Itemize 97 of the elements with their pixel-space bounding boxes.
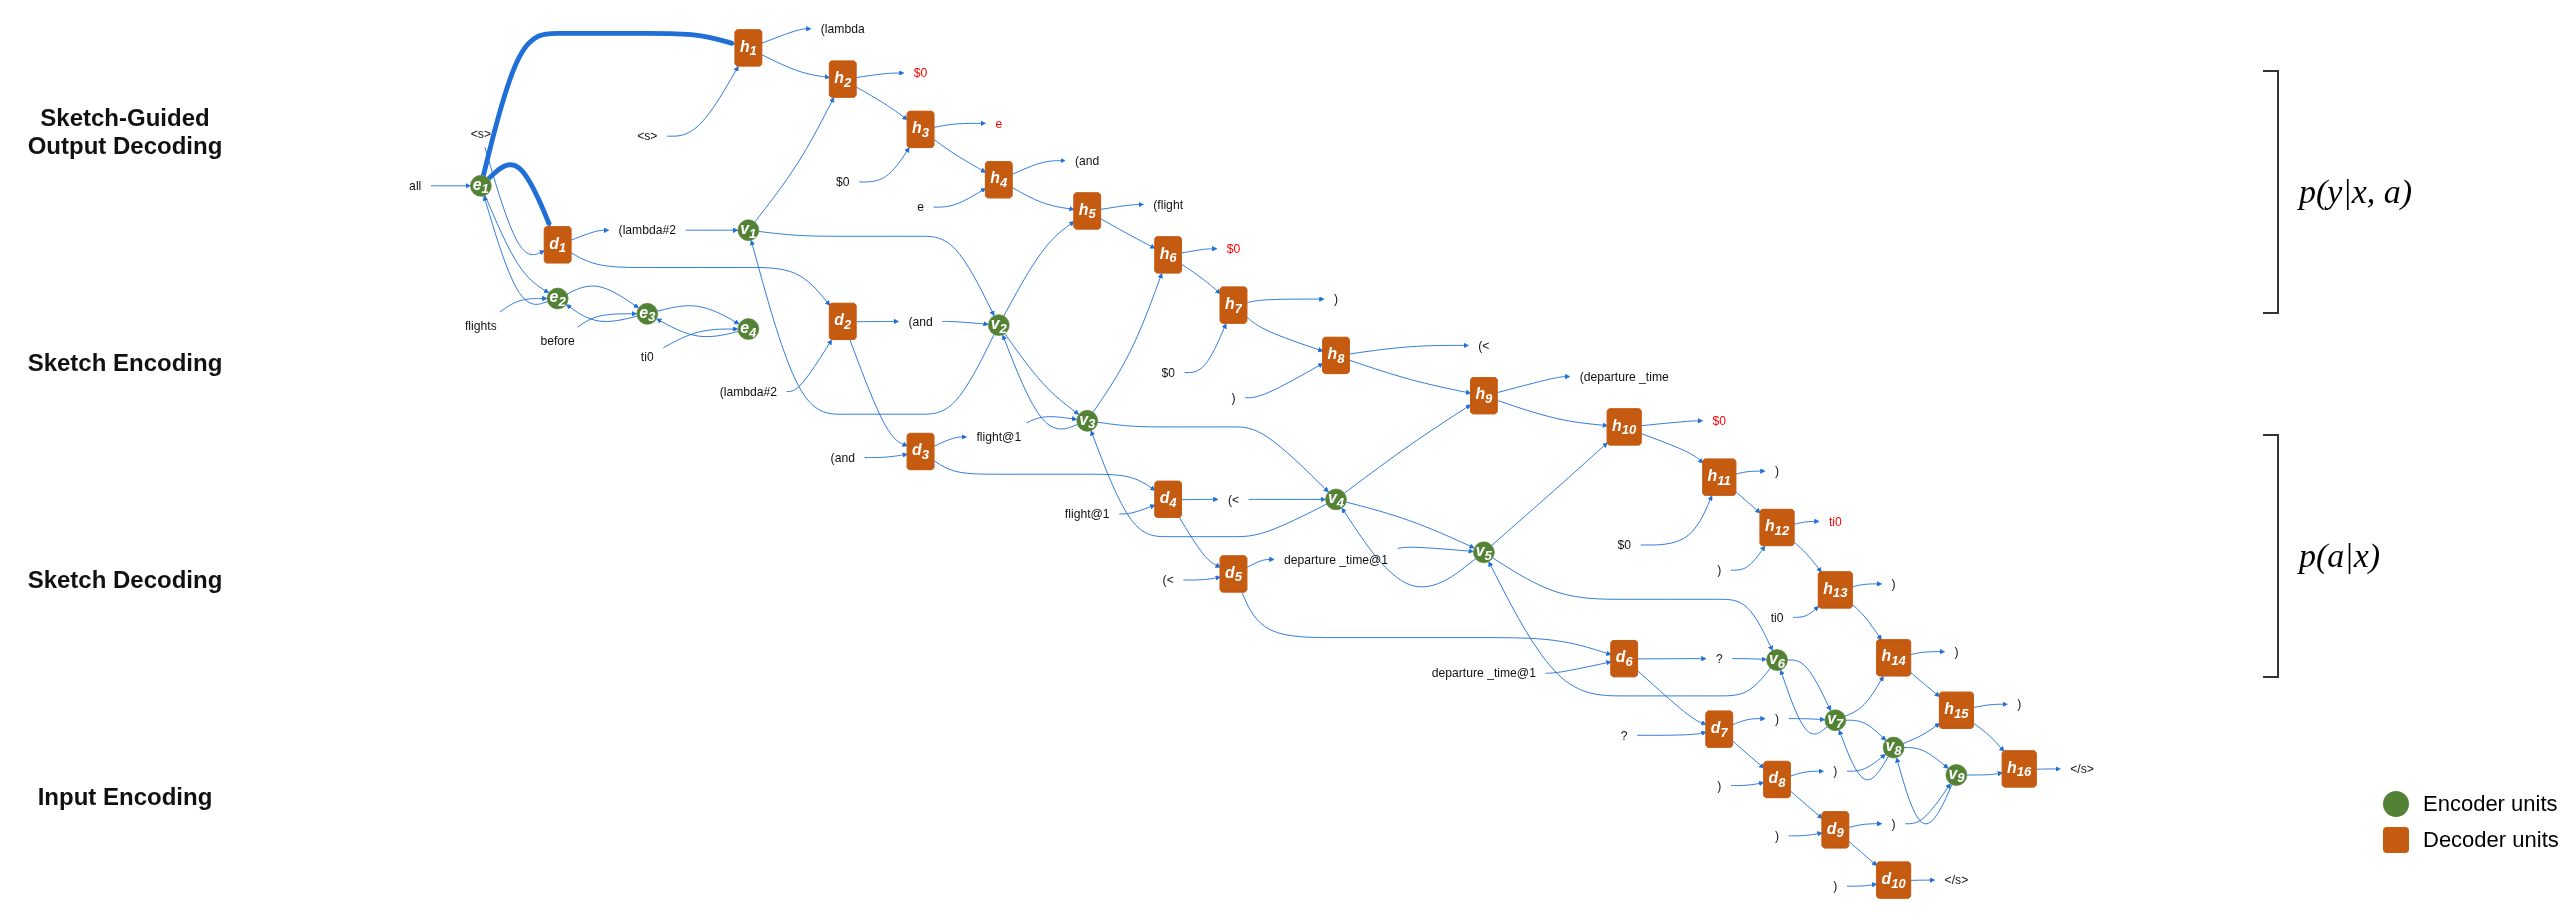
decoder-unit: h$_{13}$ — [1818, 571, 1853, 609]
token-label: ) — [1717, 563, 1722, 577]
decoder-unit: h$_{6}$ — [1154, 236, 1182, 274]
decoder-unit: h$_{11}$ — [1702, 458, 1737, 496]
encoder-unit: v$_{8}$ — [1882, 736, 1905, 759]
token-label: ti0 — [640, 349, 654, 364]
token-label: (lambda — [820, 22, 865, 36]
decoder-unit: h$_{1}$ — [734, 29, 763, 67]
row-label: Sketch Encoding — [26, 349, 224, 378]
token-label: ) — [1775, 464, 1780, 478]
token-label: ti0 — [1828, 514, 1842, 529]
token-label: before — [540, 334, 575, 348]
decoder-unit: h$_{4}$ — [985, 161, 1013, 199]
token-label: e — [995, 116, 1003, 131]
token-label: $0 — [1226, 242, 1241, 256]
token-label: departure _time@1 — [1431, 666, 1536, 680]
decoder-unit: h$_{8}$ — [1322, 337, 1350, 374]
decoder-unit: d$_{6}$ — [1610, 640, 1638, 678]
decoder-unit: d$_{10}$ — [1876, 861, 1911, 899]
token-label: ) — [1891, 577, 1896, 591]
encoder-unit: v$_{9}$ — [1945, 764, 1968, 786]
token-label: $0 — [1712, 414, 1727, 428]
token-label: ? — [1620, 728, 1628, 742]
encoder-unit: v$_{6}$ — [1766, 649, 1788, 671]
token-label: flight@1 — [1064, 507, 1110, 521]
token-label: ) — [1231, 391, 1236, 405]
encoder-unit: e$_{1}$ — [470, 174, 492, 197]
token-label: (and — [830, 450, 855, 465]
token-label: ) — [1775, 829, 1780, 843]
token-label: ) — [1833, 764, 1838, 778]
decoder-unit: h$_{7}$ — [1219, 286, 1248, 324]
token-label: departure _time@1 — [1283, 552, 1389, 567]
decoder-unit: h$_{2}$ — [829, 60, 857, 98]
token-label: $0 — [1617, 538, 1631, 552]
token-label: </s> — [1944, 873, 1969, 887]
token-label: (and — [908, 314, 933, 329]
token-label: </s> — [2070, 762, 2094, 776]
decoder-unit: h$_{14}$ — [1876, 639, 1911, 677]
token-label: (and — [1075, 153, 1100, 168]
token-label: <s> — [637, 129, 658, 143]
decoder-unit: h$_{5}$ — [1073, 192, 1101, 230]
row-label: Sketch Decoding — [26, 565, 224, 594]
token-label: $0 — [913, 66, 928, 80]
token-label: ? — [1715, 651, 1723, 666]
token-label: flight@1 — [976, 430, 1022, 444]
decoder-unit: d$_{4}$ — [1154, 480, 1182, 518]
decoder-unit: d$_{9}$ — [1821, 811, 1849, 849]
legend-label: Encoder units — [2423, 790, 2558, 817]
decoder-unit: h$_{12}$ — [1759, 509, 1795, 546]
row-label: Sketch-Guided Output Decoding — [26, 104, 224, 161]
arrow — [481, 30, 736, 177]
decoder-unit: h$_{9}$ — [1470, 377, 1498, 415]
decoder-unit: d$_{1}$ — [544, 226, 572, 264]
token-label: (departure _time — [1579, 369, 1669, 384]
encoder-unit: v$_{4}$ — [1325, 488, 1347, 511]
token-label: flights — [465, 319, 497, 333]
encoder-unit: e$_{3}$ — [636, 302, 659, 325]
token-label: (flight — [1153, 197, 1183, 212]
token-label: $0 — [836, 175, 850, 189]
probability-label: p(a|x) — [2299, 537, 2381, 576]
decoder-unit: h$_{3}$ — [906, 111, 935, 148]
token-label: $0 — [1161, 365, 1175, 380]
decoder-unit: h$_{15}$ — [1939, 691, 1974, 729]
row-label: Input Encoding — [36, 782, 214, 811]
token-label: ) — [1775, 711, 1780, 726]
decoder-unit: d$_{8}$ — [1763, 761, 1791, 798]
token-label: (< — [1162, 573, 1174, 587]
encoder-unit: v$_{7}$ — [1824, 709, 1847, 731]
decoder-unit: d$_{7}$ — [1705, 710, 1733, 748]
token-label: (lambda#2 — [719, 384, 778, 399]
token-label: (< — [1227, 492, 1240, 507]
token-label: (< — [1478, 338, 1490, 353]
encoder-unit: e$_{2}$ — [546, 287, 569, 310]
token-label: ) — [1717, 778, 1722, 793]
legend-label: Decoder units — [2423, 826, 2559, 853]
encoder-unit: e$_{4}$ — [737, 318, 760, 340]
token-label: (lambda#2 — [618, 223, 676, 237]
token-label: all — [409, 179, 422, 193]
decoder-unit: d$_{5}$ — [1219, 555, 1248, 593]
probability-label: p(y|x, a) — [2299, 173, 2413, 212]
encoder-unit: v$_{2}$ — [988, 314, 1010, 336]
token-label: ) — [1334, 292, 1339, 306]
encoder-unit: v$_{5}$ — [1473, 541, 1495, 564]
encoder-unit: v$_{3}$ — [1076, 410, 1098, 432]
token-label: ) — [1833, 879, 1838, 893]
decoder-unit: d$_{2}$ — [829, 303, 857, 340]
token-label: ti0 — [1770, 610, 1784, 625]
encoder-unit: v$_{1}$ — [737, 219, 760, 241]
token-label: ) — [1954, 645, 1959, 659]
token-label: ) — [2017, 697, 2022, 711]
arrow — [486, 162, 552, 228]
token-label: <s> — [470, 126, 491, 141]
token-label: ) — [1891, 817, 1896, 831]
decoder-unit: h$_{10}$ — [1606, 408, 1642, 446]
decoder-unit: h$_{16}$ — [2001, 750, 2037, 788]
token-label: e — [917, 200, 924, 214]
decoder-unit: d$_{3}$ — [906, 433, 935, 470]
